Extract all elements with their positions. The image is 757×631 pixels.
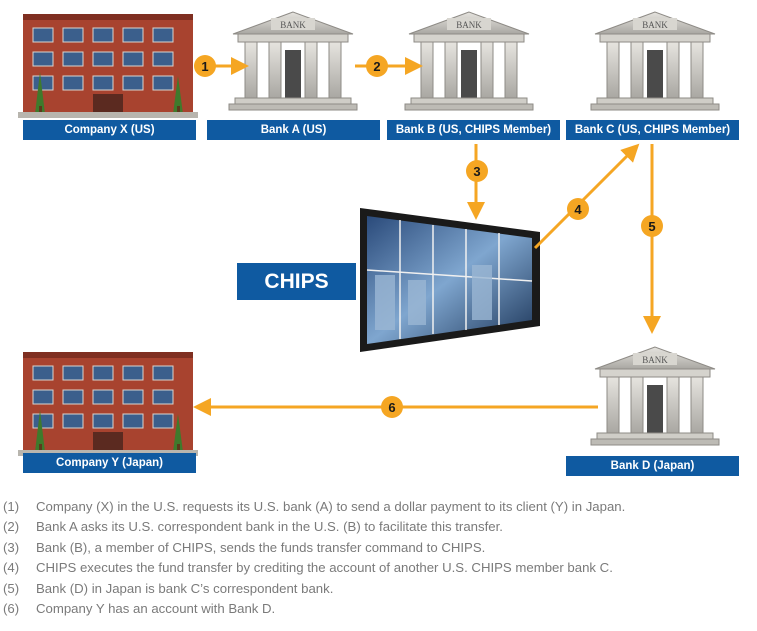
step-badges: 1 2 3 4 5 6 [194,55,663,418]
bank-sign: BANK [280,20,306,30]
badge-2: 2 [366,55,388,77]
badge-4: 4 [567,198,589,220]
step-text: CHIPS executes the fund transfer by cred… [36,560,613,576]
steps-list: (1) Company (X) in the U.S. requests its … [3,497,755,619]
step-text: Bank (B), a member of CHIPS, sends the f… [36,539,486,555]
badge-1-text: 1 [201,59,208,74]
bank-sign: BANK [642,355,668,365]
step-text: Company (X) in the U.S. requests its U.S… [36,499,626,514]
label-company-x: Company X (US) [23,120,196,140]
badge-2-text: 2 [373,59,380,74]
bank-c-icon: BANK [590,11,720,111]
bank-b-icon: BANK [404,11,534,111]
bank-sign: BANK [456,20,482,30]
company-y-building [17,351,199,457]
chips-screen [360,208,540,352]
label-chips: CHIPS [237,263,356,300]
step-text: Bank (D) in Japan is bank C’s correspond… [36,580,334,596]
badge-4-text: 4 [574,202,582,217]
badge-1: 1 [194,55,216,77]
label-bank-d: Bank D (Japan) [566,456,739,476]
bank-d-icon: BANK [590,346,720,446]
label-bank-b: Bank B (US, CHIPS Member) [387,120,560,140]
step-item: (6) Company Y has an account with Bank D. [3,599,755,619]
bank-a-icon: BANK [228,11,358,111]
step-number: (2) [3,519,20,535]
label-bank-c: Bank C (US, CHIPS Member) [566,120,739,140]
step-number: (1) [3,499,20,514]
label-bank-a: Bank A (US) [207,120,380,140]
step-text: Company Y has an account with Bank D. [36,601,276,617]
company-x-building [17,13,199,119]
step-item: (2) Bank A asks its U.S. correspondent ba… [3,517,755,537]
badge-6: 6 [381,396,403,418]
step-item: (3) Bank (B), a member of CHIPS, sends th… [3,538,755,558]
step-text: Bank A asks its U.S. correspondent bank … [36,519,503,535]
step-item: (4) CHIPS executes the fund transfer by c… [3,558,755,578]
step-number: (5) [3,580,20,596]
badge-3-text: 3 [473,164,480,179]
badge-5-text: 5 [648,219,655,234]
arrow-4 [533,143,640,250]
bank-sign: BANK [642,20,668,30]
badge-3: 3 [466,160,488,182]
step-number: (3) [3,539,20,555]
step-item: (1) Company (X) in the U.S. requests its … [3,497,755,517]
step-number: (6) [3,601,20,617]
label-company-y: Company Y (Japan) [23,453,196,473]
flow-diagram: BANK BANK BANK BANK [17,11,720,457]
step-number: (4) [3,560,20,576]
step-item: (5) Bank (D) in Japan is bank C’s corresp… [3,579,755,599]
badge-6-text: 6 [388,400,395,415]
badge-5: 5 [641,215,663,237]
